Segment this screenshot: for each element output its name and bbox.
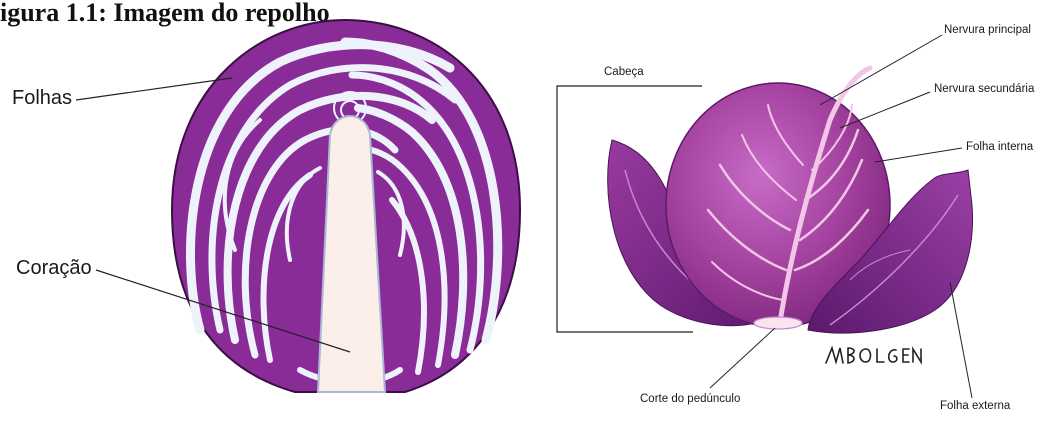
inner-leaf-leader [875,148,962,162]
stem-cut [754,317,802,329]
label-main-vein: Nervura principal [944,24,1031,36]
label-outer-leaf: Folha externa [940,400,1010,412]
cabbage-cross-section [76,20,520,392]
outer-leaf-leader [950,282,972,398]
label-inner-leaf: Folha interna [966,141,1033,153]
label-core: Coração [16,257,92,280]
stem-cut-leader [710,328,775,388]
artist-signature [826,348,921,363]
label-head: Cabeça [604,66,644,78]
label-leaves: Folhas [12,87,72,110]
secondary-vein-leader [840,92,930,128]
cabbage-whole-head [557,35,973,398]
label-secondary-vein: Nervura secundária [934,83,1034,95]
label-stem-cut: Corte do pedúnculo [640,393,740,405]
